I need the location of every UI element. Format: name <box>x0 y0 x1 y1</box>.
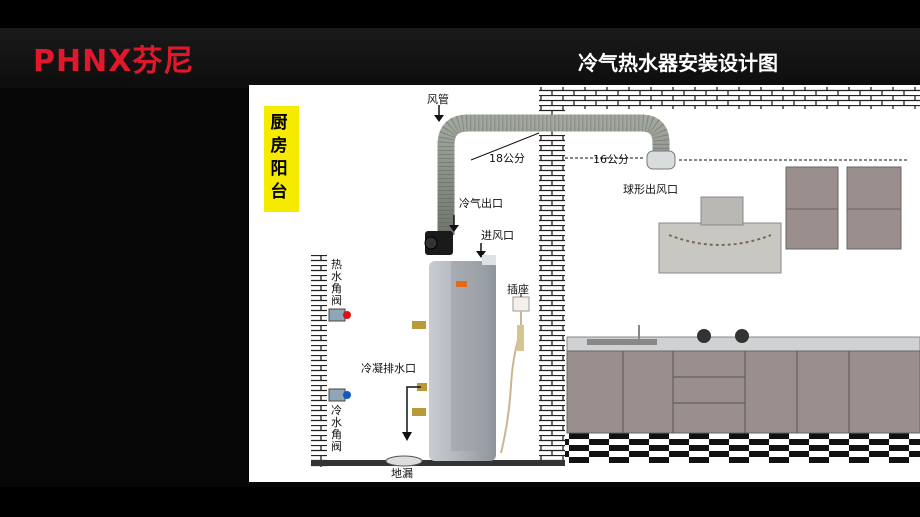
floor-drain-label: 地漏 <box>391 467 413 480</box>
wall-cabinet-right <box>846 166 902 250</box>
floor-line <box>311 460 565 466</box>
location-badge: 厨房阳台 <box>264 106 299 212</box>
ceiling-brick <box>539 87 920 109</box>
ball-outlet-label: 球形出风口 <box>623 183 678 196</box>
diagram-artwork <box>311 87 920 467</box>
socket-icon <box>512 296 530 312</box>
duct-16cm-label: 16公分 <box>593 153 629 166</box>
hot-valve-icon <box>328 308 346 322</box>
slide-header <box>0 28 920 88</box>
left-brick-wall <box>311 255 327 467</box>
cold-air-outlet-label: 冷气出口 <box>459 197 503 210</box>
base-cabinets <box>566 350 920 434</box>
page-title: 冷气热水器安装设计图 <box>578 51 778 75</box>
bottom-black-bar <box>0 487 920 517</box>
socket-label: 插座 <box>507 283 529 296</box>
kitchen-floor <box>565 433 920 463</box>
brand-logo: PHNX芬尼 <box>33 44 195 79</box>
hot-water-valve-label: 热水角阀 <box>331 258 342 307</box>
ball-outlet-icon <box>646 150 676 170</box>
range-hood <box>658 222 782 274</box>
floor-drain-icon <box>385 455 423 467</box>
wall-cabinet-left <box>785 166 839 250</box>
location-badge-text: 厨房阳台 <box>270 113 288 202</box>
cold-water-valve-label: 冷水角阀 <box>331 404 342 453</box>
cold-valve-icon <box>328 388 346 402</box>
air-duct <box>437 114 670 235</box>
air-duct-label: 风管 <box>427 93 449 106</box>
installation-diagram: 风管 18公分 16公分 球形出风口 冷气出口 进风口 插座 热水角阀 冷水角阀… <box>249 85 920 482</box>
top-black-bar <box>0 0 920 28</box>
duct-18cm-label: 18公分 <box>489 152 525 165</box>
right-brick-wall <box>539 87 565 465</box>
air-inlet-label: 进风口 <box>481 229 514 242</box>
condensate-outlet-label: 冷凝排水口 <box>361 362 416 375</box>
